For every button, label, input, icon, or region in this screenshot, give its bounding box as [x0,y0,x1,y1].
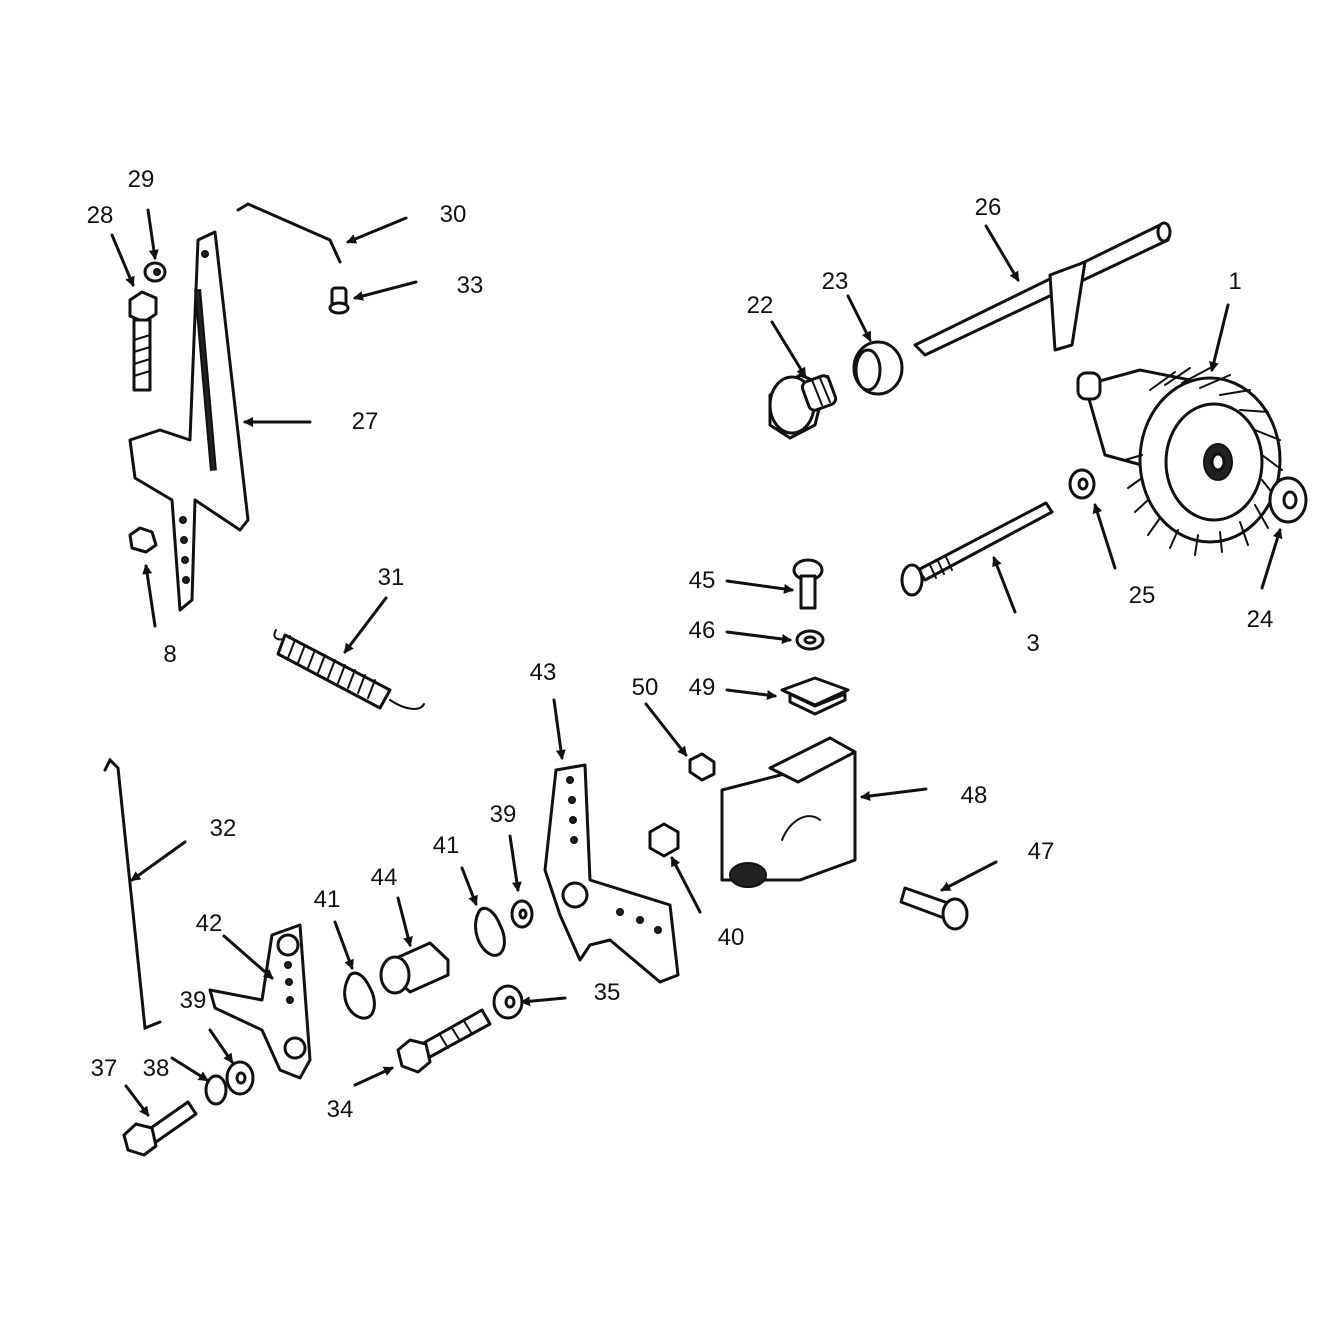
screw-45 [792,558,824,610]
callout-30: 30 [439,201,467,228]
lockwasher-38 [204,1074,228,1106]
callout-24: 24 [1246,606,1274,633]
callout-39-upper: 39 [489,801,517,828]
bushing-44 [379,941,450,995]
bolt-37 [122,1100,198,1157]
governor-gear-assembly [1076,367,1283,556]
clip-41a [474,906,506,957]
governor-shaft [913,221,1172,357]
callout-35: 35 [593,979,621,1006]
callout-50: 50 [631,674,659,701]
bolt-34 [396,1008,492,1074]
callout-47: 47 [1027,838,1055,865]
governor-lever-27 [128,230,250,612]
callout-39-lower: 39 [179,987,207,1014]
callout-41-lower: 41 [313,886,341,913]
callout-43: 43 [529,659,557,686]
washer-29 [143,261,167,283]
link-rod-32 [103,757,162,1031]
washer-35 [492,984,524,1020]
callout-37: 37 [90,1055,118,1082]
leader-arrows [110,208,1283,1117]
callout-8: 8 [163,641,177,668]
callout-27: 27 [351,408,379,435]
lever-43 [543,763,680,984]
clip-49 [780,676,850,716]
screw-3 [900,501,1054,597]
callout-33: 33 [456,272,484,299]
callout-45: 45 [688,567,716,594]
swivel-33 [328,286,350,315]
plug-22 [768,373,838,440]
callout-29: 29 [127,166,155,193]
lockwasher-46 [795,629,825,651]
nut-40 [648,822,680,858]
washer-25 [1068,468,1096,500]
lever-42 [208,923,312,1080]
callout-23: 23 [821,268,849,295]
callout-40: 40 [717,924,745,951]
callout-48: 48 [960,782,988,809]
spring-31 [273,629,425,710]
screw-47 [899,886,969,931]
washer-39b [225,1060,255,1096]
link-30 [236,202,342,264]
callout-31: 31 [377,564,405,591]
callout-44: 44 [370,864,398,891]
nut-50 [688,752,716,782]
washer-24 [1268,476,1308,524]
callout-46: 46 [688,617,716,644]
callout-1: 1 [1228,268,1242,295]
callout-42: 42 [195,910,223,937]
callout-22: 22 [746,292,774,319]
callout-34: 34 [326,1096,354,1123]
callout-32: 32 [209,815,237,842]
callout-3: 3 [1026,630,1040,657]
callout-41-upper: 41 [432,832,460,859]
clip-41b [343,971,376,1020]
bolt-28 [128,290,158,392]
callout-49: 49 [688,674,716,701]
washer-39a [510,899,534,929]
nut-8 [128,526,158,554]
callout-28: 28 [86,202,114,229]
bracket-48 [720,736,857,888]
callout-26: 26 [974,194,1002,221]
callout-38: 38 [142,1055,170,1082]
bushing-23 [852,340,904,396]
callout-25: 25 [1128,582,1156,609]
